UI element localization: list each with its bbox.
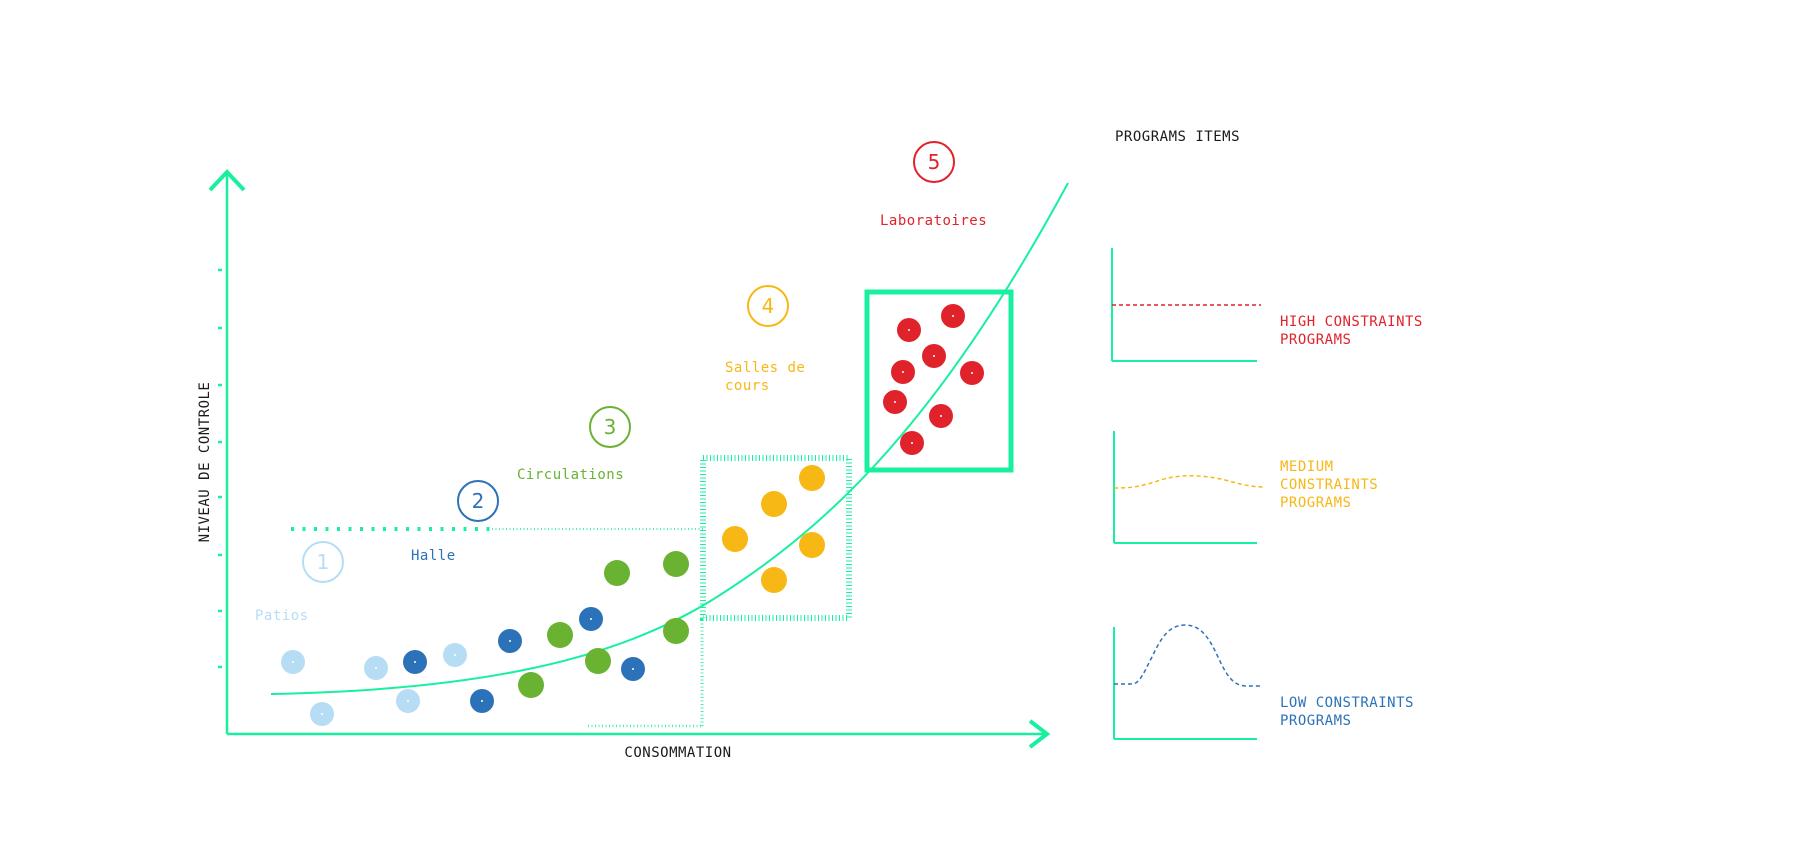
group-circulations: 3 Circulations bbox=[517, 406, 631, 483]
group-number: 2 bbox=[472, 489, 485, 513]
dot-circulations bbox=[547, 622, 573, 648]
program-medium-line3: PROGRAMS bbox=[1280, 495, 1351, 511]
group-number-circle bbox=[913, 141, 955, 183]
group-salles: 4 Salles de cours bbox=[725, 285, 805, 394]
group-name-line1: Salles de bbox=[725, 360, 805, 376]
group-number: 1 bbox=[317, 550, 330, 574]
y-axis-ticks bbox=[218, 268, 222, 669]
program-medium-line1: MEDIUM bbox=[1280, 459, 1334, 475]
program-low-line1: LOW CONSTRAINTS bbox=[1280, 695, 1414, 711]
group-name-line2: cours bbox=[725, 378, 770, 394]
dot-salles bbox=[722, 526, 748, 552]
dot-circulations bbox=[604, 560, 630, 586]
program-low: LOW CONSTRAINTS PROGRAMS bbox=[1113, 624, 1414, 740]
y-axis-arrowhead bbox=[208, 169, 246, 192]
group-patios: 1 Patios bbox=[255, 541, 344, 624]
group-number: 3 bbox=[604, 415, 617, 439]
program-high: HIGH CONSTRAINTS PROGRAMS bbox=[1111, 248, 1423, 362]
group-number-circle bbox=[457, 480, 499, 522]
dot-circulations bbox=[663, 551, 689, 577]
dot-salles bbox=[761, 491, 787, 517]
high-zone-box bbox=[864, 289, 1014, 473]
group-halle: 2 Halle bbox=[411, 480, 499, 564]
medium-constraint-line bbox=[1113, 474, 1266, 489]
dot-salles bbox=[799, 532, 825, 558]
dots-patios bbox=[281, 643, 467, 726]
group-name: Halle bbox=[411, 548, 456, 564]
dot-salles bbox=[799, 465, 825, 491]
group-laboratoires: 5 Laboratoires bbox=[880, 141, 987, 229]
consumption-curve bbox=[270, 182, 1069, 695]
low-constraint-line bbox=[1114, 624, 1262, 687]
group-number-circle bbox=[747, 285, 789, 327]
x-axis-arrowhead bbox=[1028, 719, 1051, 749]
program-low-line2: PROGRAMS bbox=[1280, 713, 1351, 729]
dots-salles bbox=[722, 465, 825, 593]
group-number: 4 bbox=[762, 294, 775, 318]
x-axis-label: CONSOMMATION bbox=[624, 745, 731, 761]
group-name: Circulations bbox=[517, 467, 624, 483]
program-medium-line2: CONSTRAINTS bbox=[1280, 477, 1378, 493]
program-high-line2: PROGRAMS bbox=[1280, 332, 1351, 348]
group-number: 5 bbox=[928, 150, 941, 174]
dots-circulations bbox=[518, 551, 689, 698]
dot-centers bbox=[292, 315, 973, 715]
dot-circulations bbox=[663, 618, 689, 644]
group-number-circle bbox=[589, 406, 631, 448]
dot-circulations bbox=[585, 648, 611, 674]
group-number-circle bbox=[302, 541, 344, 583]
program-medium: MEDIUM CONSTRAINTS PROGRAMS bbox=[1113, 431, 1378, 544]
programs-title: PROGRAMS ITEMS bbox=[1115, 129, 1240, 145]
program-high-line1: HIGH CONSTRAINTS bbox=[1280, 314, 1423, 330]
chart-axes: NIVEAU DE CONTROLE CONSOMMATION bbox=[197, 169, 1051, 761]
group-name: Laboratoires bbox=[880, 213, 987, 229]
dot-salles bbox=[761, 567, 787, 593]
guide-lines bbox=[291, 527, 704, 728]
dot-circulations bbox=[518, 672, 544, 698]
group-name: Patios bbox=[255, 608, 309, 624]
y-axis-label: NIVEAU DE CONTROLE bbox=[197, 382, 213, 543]
dots-laboratoires bbox=[883, 304, 984, 455]
medium-zone-box bbox=[700, 455, 852, 621]
